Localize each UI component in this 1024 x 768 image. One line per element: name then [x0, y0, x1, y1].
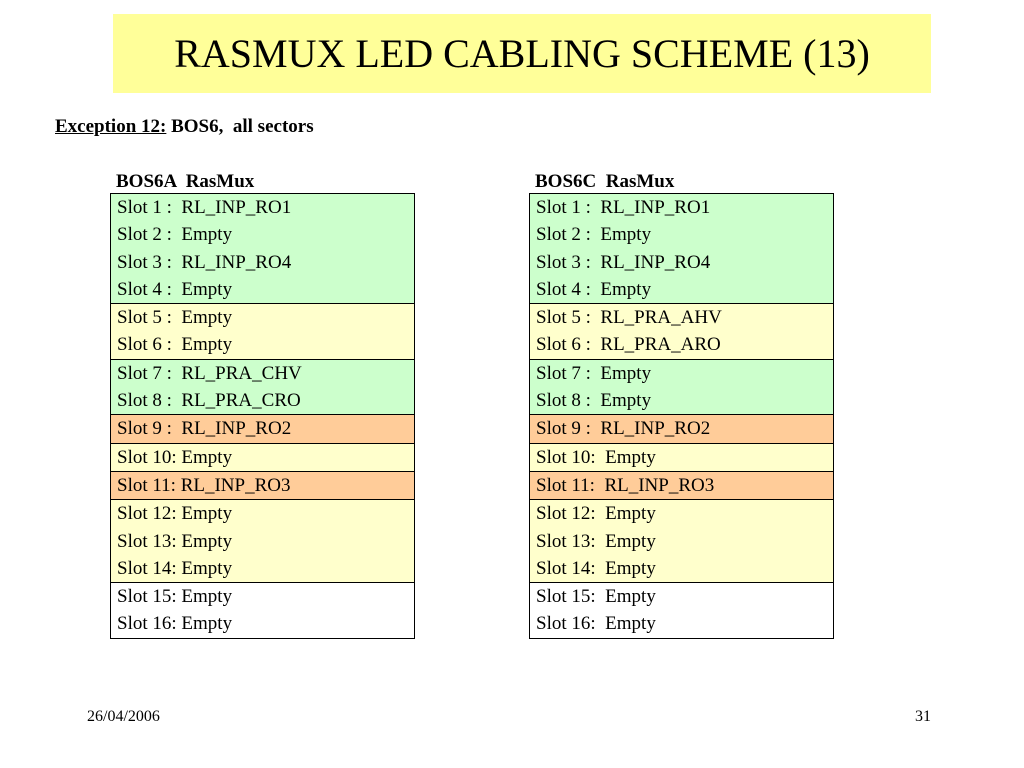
table-heading-bos6a: BOS6A RasMux — [116, 171, 255, 192]
slot-row: Slot 3 : RL_INP_RO4 — [117, 251, 292, 273]
slot-row: Slot 12: Empty — [536, 503, 656, 525]
slot-row: Slot 15: Empty — [536, 586, 656, 608]
slot-row: Slot 14: Empty — [536, 557, 656, 579]
slot-row: Slot 9 : RL_INP_RO2 — [117, 418, 292, 440]
slot-row: Slot 16: Empty — [117, 613, 233, 635]
slot-group: Slot 10: Empty — [530, 442, 833, 471]
slot-row: Slot 3 : RL_INP_RO4 — [536, 251, 711, 273]
slot-row: Slot 2 : Empty — [536, 224, 652, 246]
slot-row: Slot 14: Empty — [117, 557, 233, 579]
slot-group: Slot 9 : RL_INP_RO2 — [111, 414, 414, 443]
slot-row: Slot 2 : Empty — [117, 224, 233, 246]
slot-row: Slot 4 : Empty — [117, 278, 233, 300]
slide-title: RASMUX LED CABLING SCHEME (13) — [174, 30, 870, 76]
slot-row: Slot 13: Empty — [536, 530, 656, 552]
slot-row: Slot 5 : Empty — [117, 307, 233, 329]
slot-row: Slot 9 : RL_INP_RO2 — [536, 418, 711, 440]
slot-row: Slot 5 : RL_PRA_AHV — [536, 307, 722, 329]
slot-row: Slot 10: Empty — [536, 446, 656, 468]
slot-row: Slot 11: RL_INP_RO3 — [117, 474, 291, 496]
slot-row: Slot 16: Empty — [536, 613, 656, 635]
slot-row: Slot 1 : RL_INP_RO1 — [536, 197, 711, 218]
exception-label: Exception 12: — [55, 116, 167, 137]
exception-line: Exception 12: BOS6, all sectors — [55, 116, 314, 138]
table-heading-bos6c: BOS6C RasMux — [535, 171, 675, 192]
title-box: RASMUX LED CABLING SCHEME (13) — [113, 14, 931, 93]
slot-row: Slot 12: Empty — [117, 503, 233, 525]
exception-text: BOS6, all sectors — [166, 116, 314, 137]
footer-page-number: 31 — [915, 708, 931, 725]
slot-row: Slot 7 : RL_PRA_CHV — [117, 362, 302, 384]
slot-group: Slot 10: Empty — [111, 442, 414, 471]
slot-group: Slot 5 : RL_PRA_AHV Slot 6 : RL_PRA_ARO — [530, 303, 833, 359]
slot-row: Slot 10: Empty — [117, 446, 233, 468]
slot-row: Slot 6 : Empty — [117, 334, 233, 356]
slot-row: Slot 4 : Empty — [536, 278, 652, 300]
slot-group: Slot 7 : RL_PRA_CHV Slot 8 : RL_PRA_CRO — [111, 358, 414, 415]
slot-row: Slot 7 : Empty — [536, 362, 652, 384]
slot-group: Slot 9 : RL_INP_RO2 — [530, 414, 833, 443]
slot-row: Slot 6 : RL_PRA_ARO — [536, 334, 721, 356]
slot-row: Slot 8 : Empty — [536, 390, 652, 412]
slot-group: Slot 11: RL_INP_RO3 — [530, 470, 833, 500]
slot-row: Slot 15: Empty — [117, 586, 233, 608]
slot-row: Slot 1 : RL_INP_RO1 — [117, 197, 292, 218]
slot-row: Slot 8 : RL_PRA_CRO — [117, 390, 301, 412]
footer-date: 26/04/2006 — [87, 708, 160, 725]
slot-row: Slot 11: RL_INP_RO3 — [536, 474, 715, 496]
slot-row: Slot 13: Empty — [117, 530, 233, 552]
slot-group: Slot 11: RL_INP_RO3 — [111, 470, 414, 500]
